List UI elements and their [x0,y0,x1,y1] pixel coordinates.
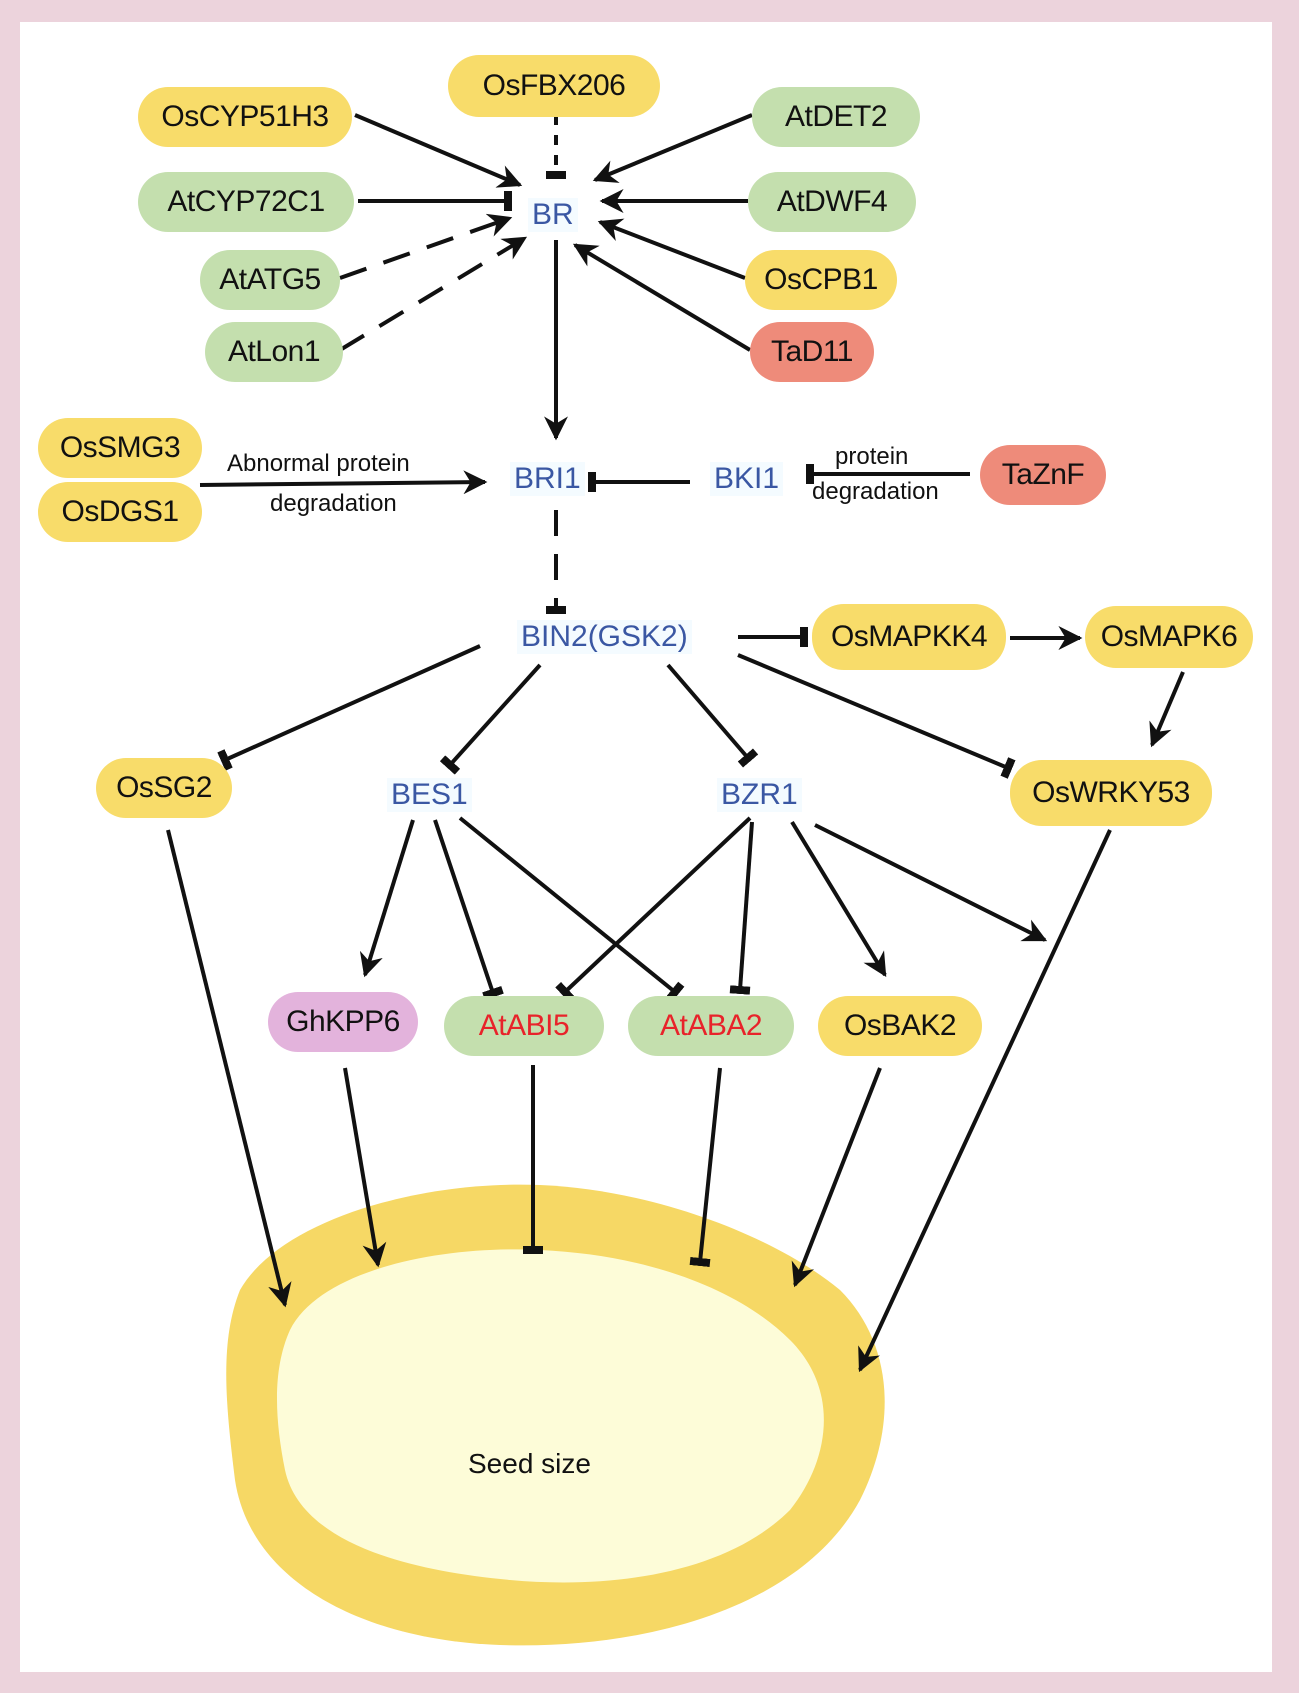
edge-ossmg3-bri1 [199,470,488,495]
node-ossmg3[interactable]: OsSMG3 [38,418,202,478]
edge-bin2-ossg2 [217,644,481,771]
node-bki1[interactable]: BKI1 [710,462,784,496]
node-ghkpp6[interactable]: GhKPP6 [268,992,418,1052]
seed-shape [226,1184,885,1646]
node-atatg5[interactable]: AtATG5 [200,250,340,310]
node-atdwf4[interactable]: AtDWF4 [748,172,916,232]
node-bin2[interactable]: BIN2(GSK2) [517,620,692,654]
edge-bes1-ghkpp6 [359,819,415,978]
node-osmapk6[interactable]: OsMAPK6 [1085,606,1253,668]
node-atlon1[interactable]: AtLon1 [205,322,343,382]
node-bes1[interactable]: BES1 [387,778,472,812]
node-atcyp72c1[interactable]: AtCYP72C1 [138,172,354,232]
label-abnormal-protein: Abnormal protein [227,450,410,477]
label-abnormal-degradation: degradation [270,490,397,517]
edge-atlon1-br [338,236,528,352]
node-atabi5[interactable]: AtABI5 [444,996,604,1056]
label-protein: protein [835,443,909,470]
node-bzr1[interactable]: BZR1 [717,778,802,812]
seed-size-label: Seed size [468,1448,591,1479]
node-osmapkk4[interactable]: OsMAPKK4 [812,604,1006,670]
edge-bin2-oswrky53 [737,653,1016,779]
edge-bzr1-osbak2 [790,820,887,978]
edge-ataba2-seed [689,1067,722,1268]
edge-atdet2-br [592,113,753,183]
edge-osbak2-seed [791,1067,882,1288]
edge-bin2-bes1 [439,663,542,775]
edge-ossg2-seed [166,829,292,1308]
node-osbak2[interactable]: OsBAK2 [818,996,982,1056]
node-osdgs1[interactable]: OsDGS1 [38,482,202,542]
edge-oswrky53-seed [858,829,1112,1373]
edge-bes1-ataba2 [458,816,685,1003]
edge-bzr1-ataba2 [729,821,754,995]
node-osfbx206[interactable]: OsFBX206 [448,55,660,117]
edge-bes1-atabi5 [433,819,504,1000]
edge-atatg5-br [339,213,513,280]
edge-oscpb1-br [597,218,746,280]
node-tad11[interactable]: TaD11 [750,322,874,382]
edge-osmapk6-oswrky53 [1149,671,1185,748]
edge-tad11-br [572,243,752,352]
label-degradation: degradation [812,478,939,505]
node-bri1[interactable]: BRI1 [510,462,585,496]
node-ossg2[interactable]: OsSG2 [96,758,232,818]
edge-ghkpp6-seed [343,1067,387,1268]
node-oscpb1[interactable]: OsCPB1 [745,250,897,310]
edge-oscyp51h3-br [354,113,523,188]
edge-bzr1-atabi5 [555,816,752,1003]
node-atdet2[interactable]: AtDET2 [752,87,920,147]
node-taznf[interactable]: TaZnF [980,445,1106,505]
edge-bzr1-seed [814,823,1048,942]
node-ataba2[interactable]: AtABA2 [628,996,794,1056]
node-oscyp51h3[interactable]: OsCYP51H3 [138,87,352,147]
node-br[interactable]: BR [528,198,578,232]
node-oswrky53[interactable]: OsWRKY53 [1010,760,1212,826]
edge-bin2-bzr1 [666,663,759,768]
